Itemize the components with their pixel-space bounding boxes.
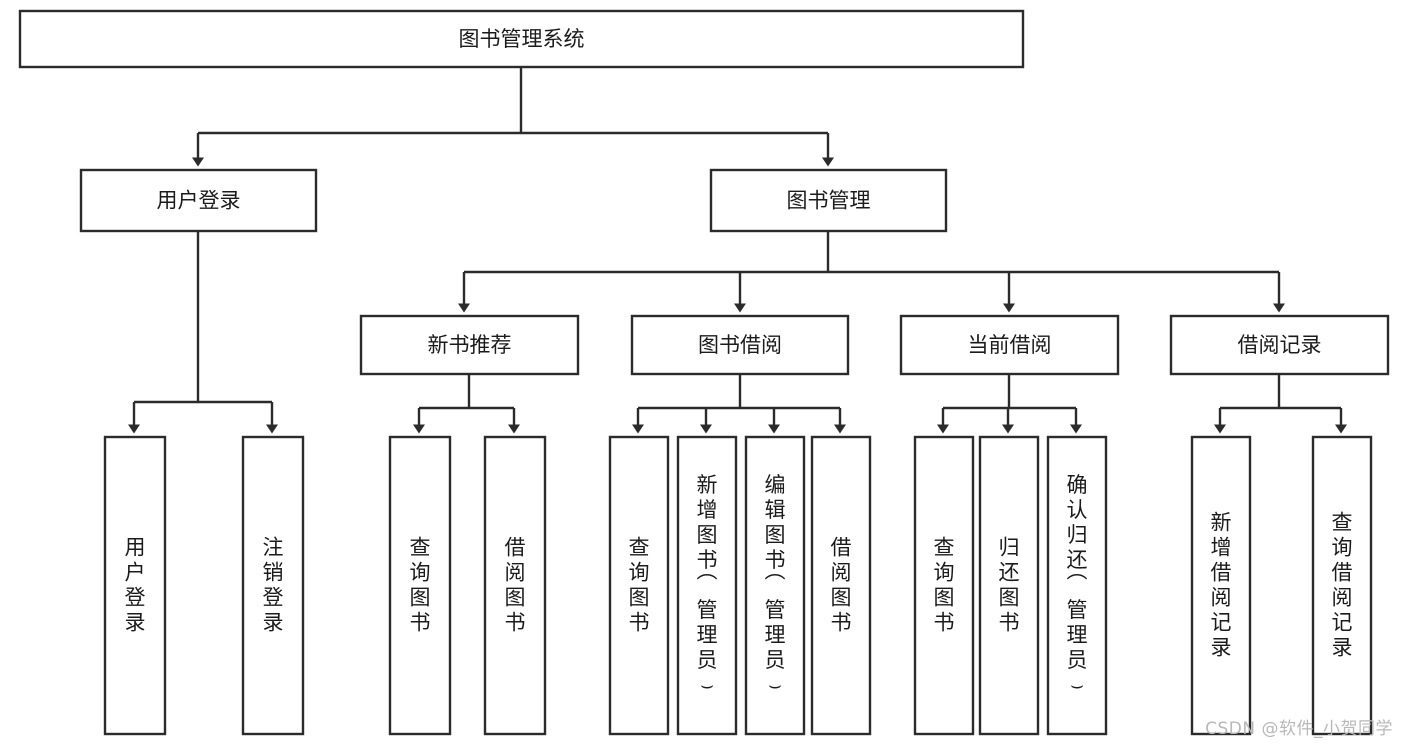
node-label-leaf-query-book-rec: 查询图书 — [410, 536, 431, 635]
node-borrow-record[interactable]: 借阅记录 — [1169, 314, 1390, 376]
node-box-user-login[interactable] — [79, 168, 318, 233]
node-label-leaf-query-record: 查询借阅记录 — [1332, 511, 1353, 660]
edge-layer — [128, 67, 1347, 434]
node-leaf-query-book-rec[interactable]: 查询图书 — [388, 435, 452, 736]
node-label-leaf-borrow-book-rec: 借阅图书 — [505, 536, 526, 635]
node-leaf-add-book[interactable]: 新增图书⌒管理员⌣ — [676, 435, 738, 736]
node-leaf-edit-book[interactable]: 编辑图书⌒管理员⌣ — [744, 435, 806, 736]
node-box-leaf-user-login[interactable] — [103, 435, 167, 736]
node-label-leaf-return-book: 归还图书 — [999, 536, 1020, 635]
node-box-leaf-borrow-book[interactable] — [810, 435, 872, 736]
node-label-leaf-query-book-cur: 查询图书 — [934, 536, 955, 635]
node-box-book-borrow[interactable] — [630, 314, 850, 376]
node-box-leaf-query-book[interactable] — [608, 435, 670, 736]
node-box-root[interactable] — [18, 9, 1025, 69]
node-leaf-logout[interactable]: 注销登录 — [241, 435, 305, 736]
node-leaf-add-record[interactable]: 新增借阅记录 — [1190, 435, 1252, 736]
edge-group-borrow-record-children — [1214, 374, 1347, 434]
node-root[interactable]: 图书管理系统 — [18, 9, 1025, 69]
node-leaf-return-book[interactable]: 归还图书 — [978, 435, 1040, 736]
node-current-borrow[interactable]: 当前借阅 — [899, 314, 1120, 376]
node-label-leaf-add-record: 新增借阅记录 — [1211, 511, 1232, 660]
node-box-leaf-add-record[interactable] — [1190, 435, 1252, 736]
edge-group-book-manage-children — [458, 231, 1285, 313]
node-box-leaf-query-record[interactable] — [1311, 435, 1373, 736]
node-leaf-borrow-book[interactable]: 借阅图书 — [810, 435, 872, 736]
node-label-leaf-borrow-book: 借阅图书 — [831, 536, 852, 635]
node-box-new-book-rec[interactable] — [359, 314, 580, 376]
edge-group-user-login-children — [128, 231, 278, 434]
node-label-root: 图书管理系统 — [459, 27, 585, 51]
node-label-book-borrow: 图书借阅 — [698, 333, 782, 357]
node-box-leaf-edit-book[interactable] — [744, 435, 806, 736]
node-book-manage[interactable]: 图书管理 — [709, 168, 948, 233]
node-label-leaf-user-login: 用户登录 — [125, 536, 146, 635]
node-box-borrow-record[interactable] — [1169, 314, 1390, 376]
node-layer: 图书管理系统用户登录图书管理新书推荐图书借阅当前借阅借阅记录用户登录注销登录查询… — [18, 9, 1390, 736]
node-leaf-user-login[interactable]: 用户登录 — [103, 435, 167, 736]
node-book-borrow[interactable]: 图书借阅 — [630, 314, 850, 376]
watermark-label: CSDN @软件_小贺同学 — [1205, 719, 1393, 739]
node-box-leaf-logout[interactable] — [241, 435, 305, 736]
node-box-leaf-query-book-rec[interactable] — [388, 435, 452, 736]
node-leaf-query-book-cur[interactable]: 查询图书 — [913, 435, 975, 736]
node-box-book-manage[interactable] — [709, 168, 948, 233]
node-box-leaf-return-book[interactable] — [978, 435, 1040, 736]
node-label-new-book-rec: 新书推荐 — [428, 333, 512, 357]
node-box-current-borrow[interactable] — [899, 314, 1120, 376]
node-label-current-borrow: 当前借阅 — [968, 333, 1052, 357]
node-label-leaf-add-book: 新增图书⌒管理员⌣ — [697, 473, 718, 697]
node-user-login[interactable]: 用户登录 — [79, 168, 318, 233]
edge-group-current-borrow-children — [937, 374, 1082, 434]
node-label-borrow-record: 借阅记录 — [1238, 333, 1322, 357]
node-label-user-login: 用户登录 — [157, 189, 241, 213]
node-label-leaf-confirm-return: 确认归还⌒管理员⌣ — [1067, 473, 1088, 697]
node-leaf-query-record[interactable]: 查询借阅记录 — [1311, 435, 1373, 736]
node-label-leaf-query-book: 查询图书 — [629, 536, 650, 635]
node-box-leaf-confirm-return[interactable] — [1046, 435, 1108, 736]
edge-group-root-children — [192, 67, 834, 167]
node-label-leaf-edit-book: 编辑图书⌒管理员⌣ — [765, 473, 786, 697]
node-label-book-manage: 图书管理 — [787, 189, 871, 213]
node-box-leaf-add-book[interactable] — [676, 435, 738, 736]
node-label-leaf-logout: 注销登录 — [263, 536, 284, 635]
node-leaf-query-book[interactable]: 查询图书 — [608, 435, 670, 736]
node-new-book-rec[interactable]: 新书推荐 — [359, 314, 580, 376]
edge-group-book-borrow-children — [632, 374, 846, 434]
edge-group-new-book-rec-children — [413, 374, 520, 434]
node-box-leaf-borrow-book-rec[interactable] — [483, 435, 547, 736]
node-leaf-borrow-book-rec[interactable]: 借阅图书 — [483, 435, 547, 736]
node-box-leaf-query-book-cur[interactable] — [913, 435, 975, 736]
node-leaf-confirm-return[interactable]: 确认归还⌒管理员⌣ — [1046, 435, 1108, 736]
